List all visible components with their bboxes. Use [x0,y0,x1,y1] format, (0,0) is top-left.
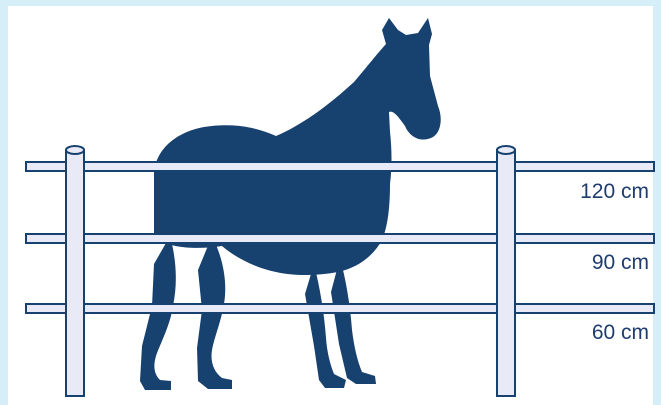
fence-post-left [66,150,84,396]
height-label-120: 120 cm [580,181,649,202]
height-label-90: 90 cm [592,252,649,273]
height-label-60: 60 cm [592,322,649,343]
fence-rail-bottom [26,304,654,313]
fence-rail-middle [26,234,654,243]
fence-rail-top [26,162,654,171]
fence-post-right-cap [497,146,515,154]
horse-front-leg-near [331,258,376,384]
fence-post-right [497,150,515,396]
fence-post-left-cap [66,146,84,154]
horse-silhouette [140,18,441,390]
